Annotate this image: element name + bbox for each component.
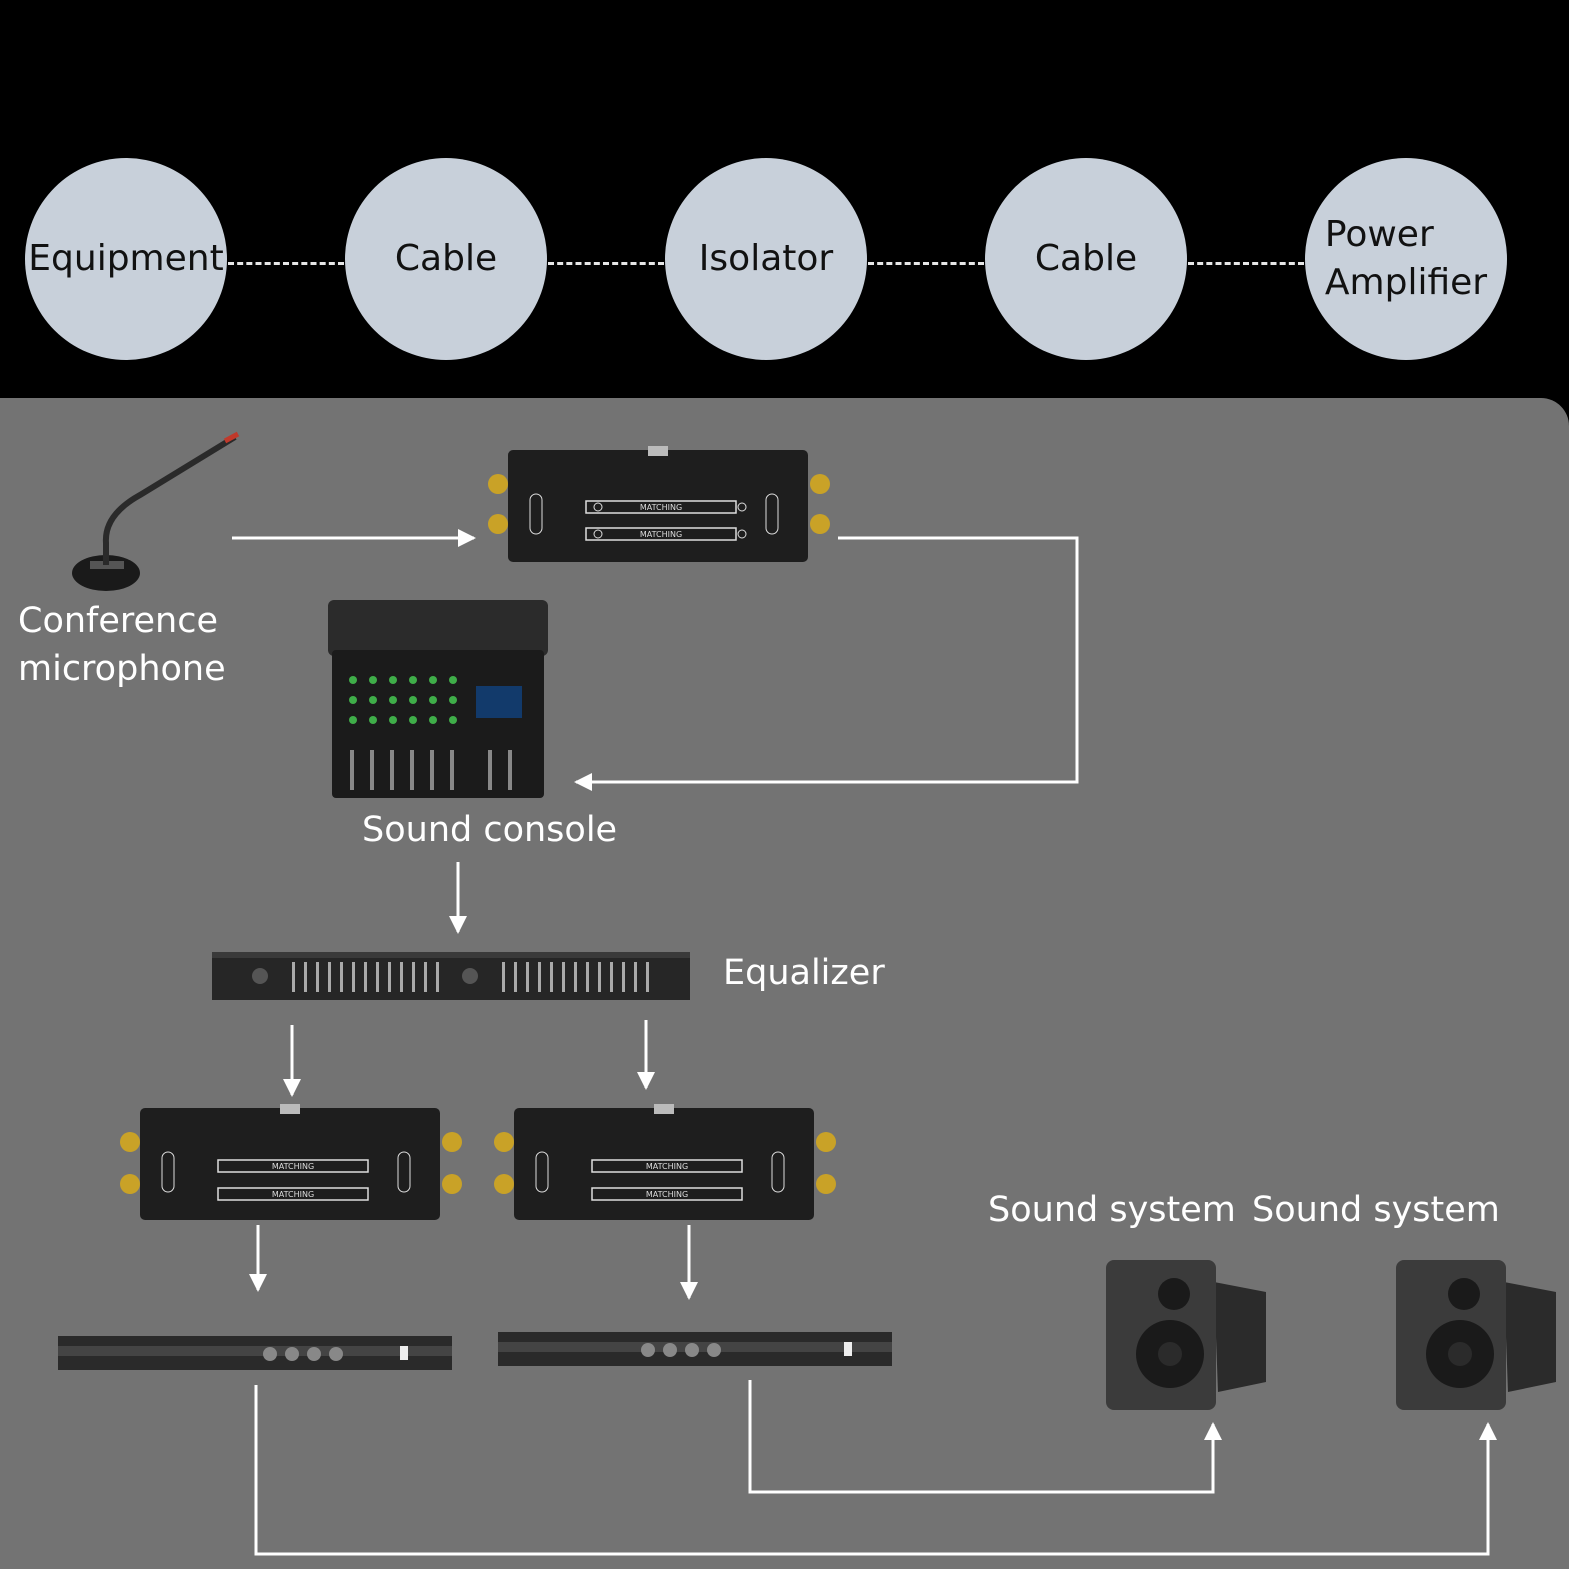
svg-text:MATCHING: MATCHING — [272, 1162, 314, 1171]
isolator-device-right: MATCHING MATCHING — [494, 1104, 836, 1220]
speaker-pair-1 — [1106, 1260, 1266, 1410]
chain-connector-3 — [868, 262, 984, 265]
svg-text:MATCHING: MATCHING — [640, 530, 682, 539]
svg-text:MATCHING: MATCHING — [646, 1190, 688, 1199]
isolator-device-top: MATCHING MATCHING — [488, 446, 830, 562]
chain-connector-1 — [228, 262, 344, 265]
sound-console-image — [328, 600, 548, 798]
arrow-amp-right-to-speaker-1 — [748, 1380, 1222, 1494]
power-amplifier-left — [58, 1336, 452, 1370]
chain-node-isolator: Isolator — [665, 158, 867, 360]
sound-system-label-1: Sound system — [988, 1190, 1236, 1230]
isolator-device-left: MATCHING MATCHING — [120, 1104, 462, 1220]
speaker-pair-2 — [1396, 1260, 1556, 1410]
svg-text:MATCHING: MATCHING — [646, 1162, 688, 1171]
chain-node-label: Equipment — [28, 238, 224, 279]
sound-system-label-2: Sound system — [1252, 1190, 1500, 1230]
chain-node-label: Cable — [1034, 238, 1138, 279]
arrow-isolator-to-console — [574, 536, 1079, 791]
chain-node-label: Power Amplifier — [1324, 214, 1488, 303]
chain-node-cable-2: Cable — [985, 158, 1187, 360]
chain-node-label: Cable — [394, 238, 498, 279]
chain-connector-4 — [1188, 262, 1304, 265]
equalizer-label: Equalizer — [723, 953, 885, 993]
equalizer-image — [212, 952, 690, 1000]
svg-text:MATCHING: MATCHING — [640, 503, 682, 512]
chain-node-equipment: Equipment — [25, 158, 227, 360]
conference-microphone-image — [72, 431, 240, 591]
chain-node-cable-1: Cable — [345, 158, 547, 360]
chain-node-label: Isolator — [698, 238, 834, 279]
power-amplifier-right — [498, 1332, 892, 1366]
arrow-amp-left-to-speaker-2 — [254, 1385, 1497, 1556]
chain-node-power-amplifier: Power Amplifier — [1305, 158, 1507, 360]
svg-text:MATCHING: MATCHING — [272, 1190, 314, 1199]
chain-connector-2 — [548, 262, 664, 265]
sound-console-label: Sound console — [362, 810, 618, 850]
conference-microphone-label: Conference microphone — [18, 601, 226, 689]
